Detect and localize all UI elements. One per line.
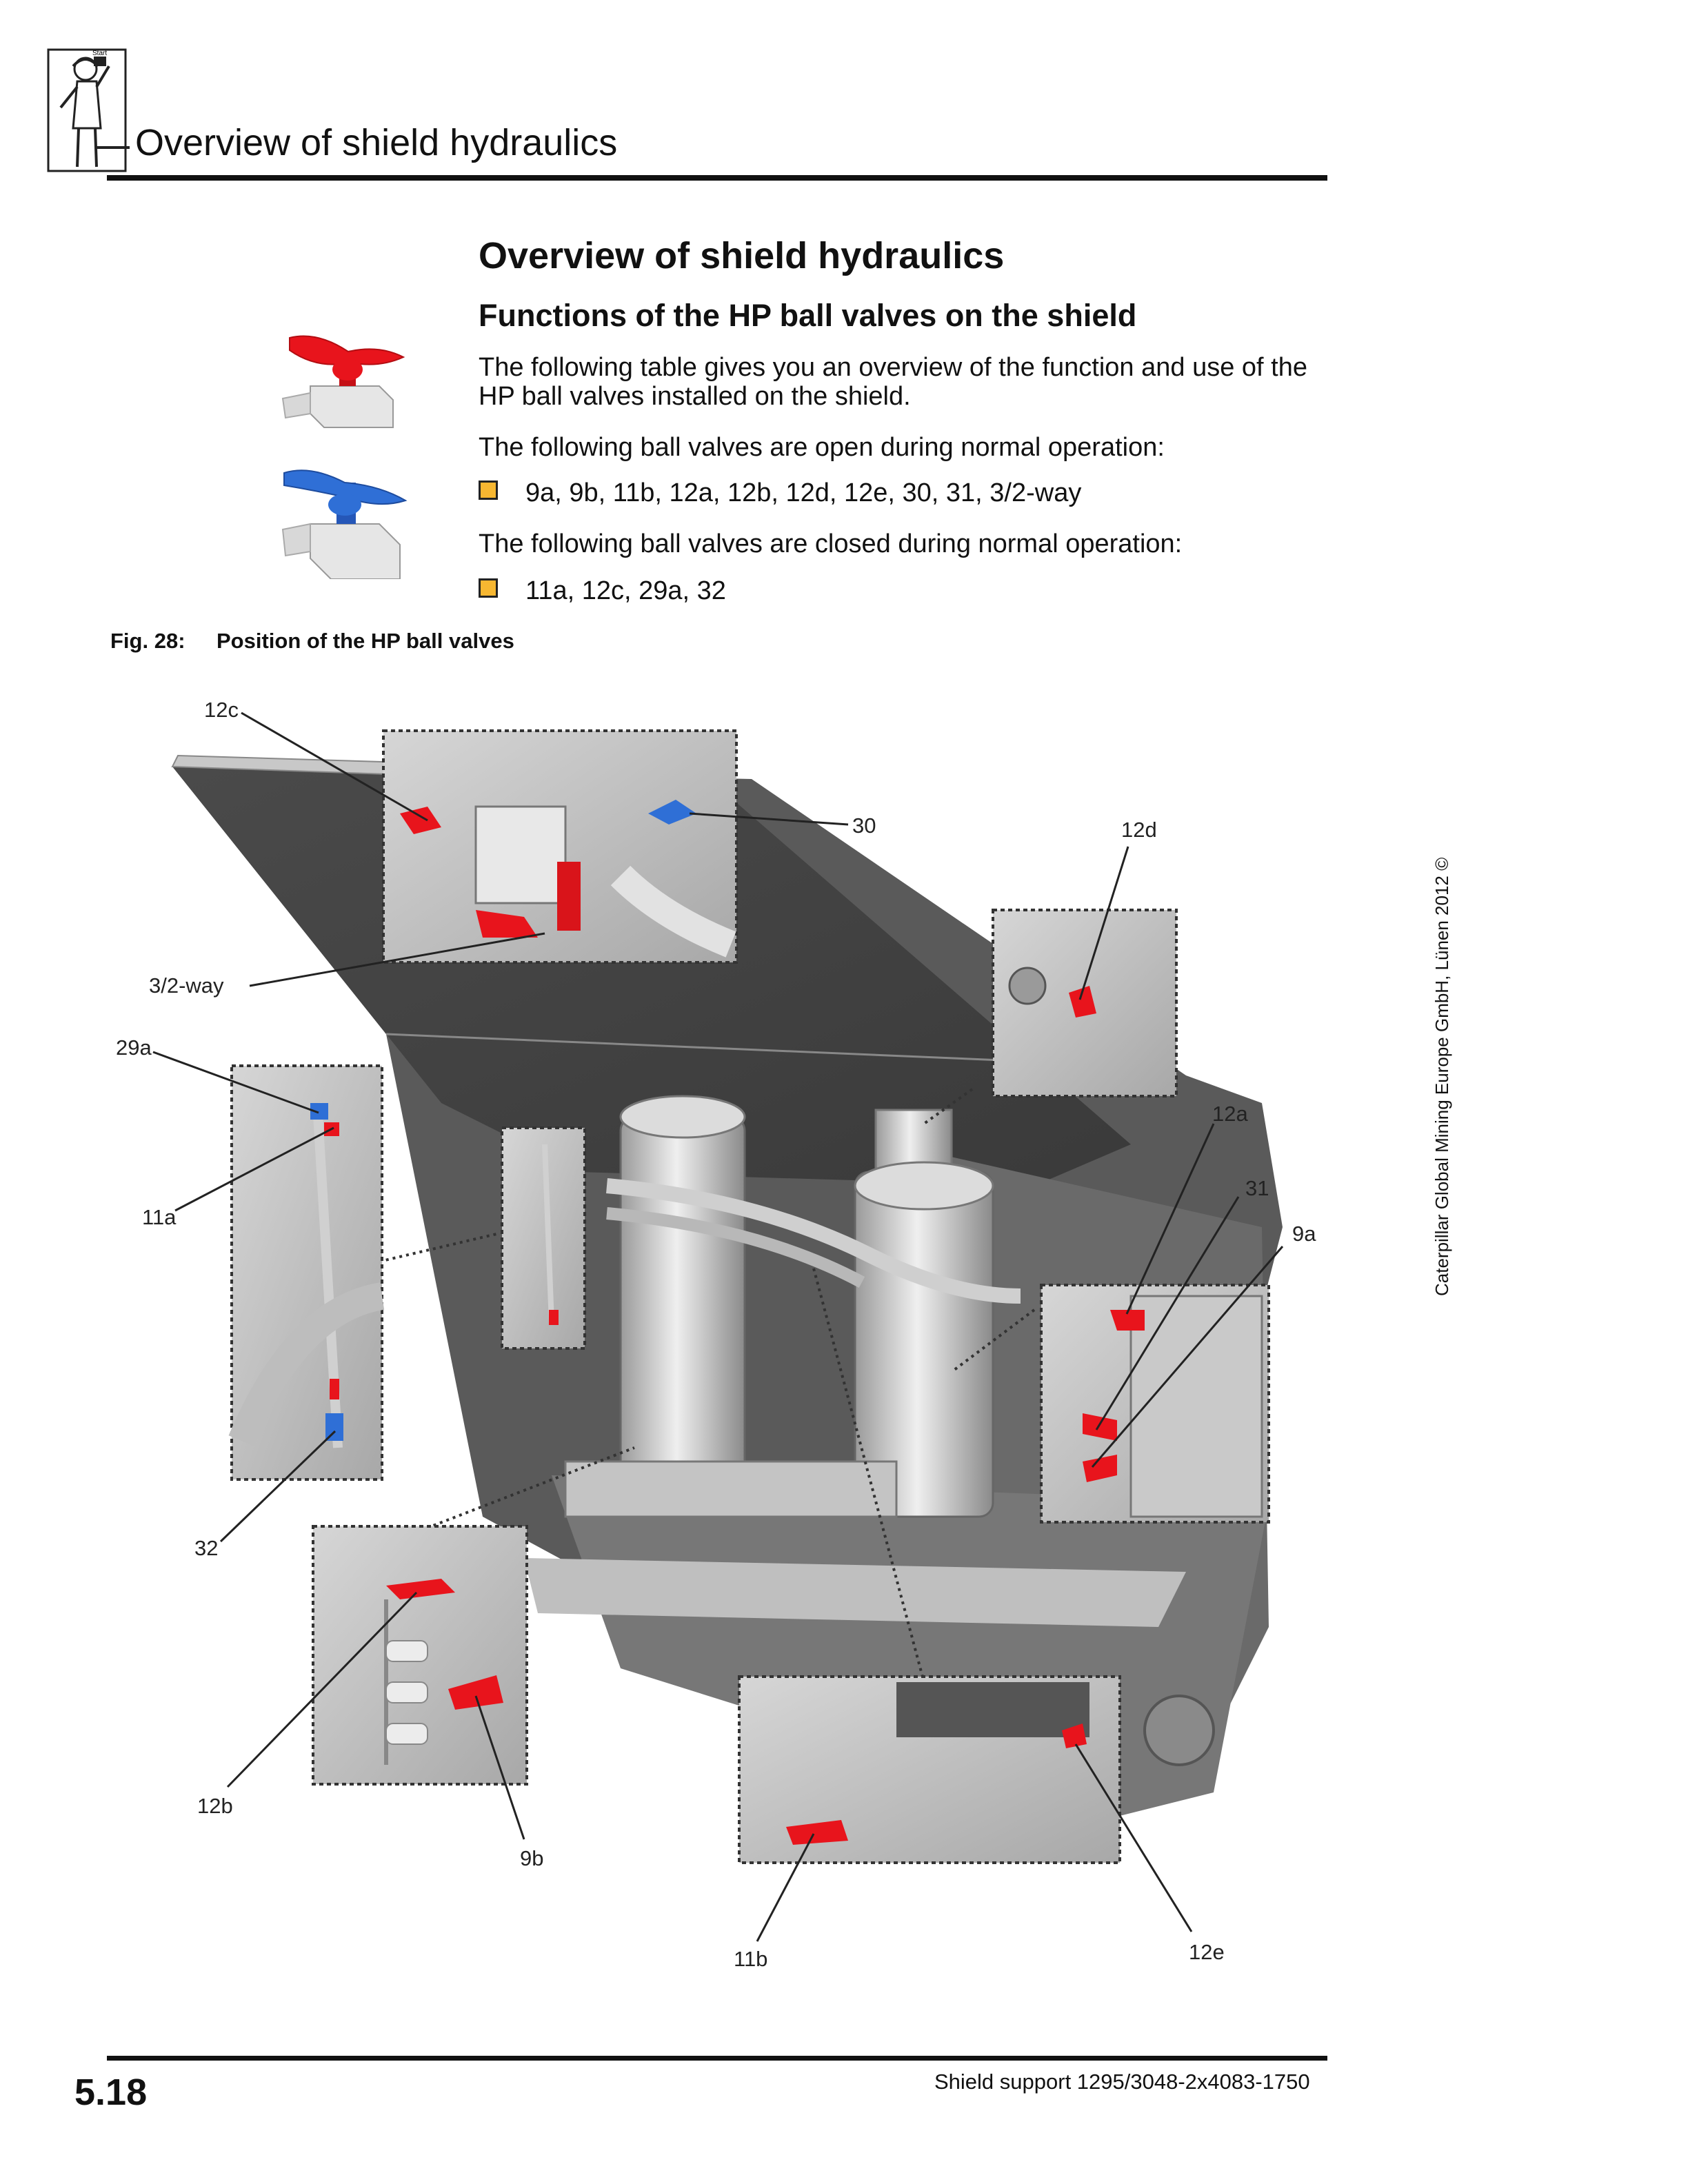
open-valves-values: 9a, 9b, 11b, 12a, 12b, 12d, 12e, 30, 31,… (525, 478, 1082, 507)
ball-valve-icons (281, 335, 408, 579)
bullet-square-icon (479, 578, 498, 598)
callout-leaders (152, 711, 1284, 1942)
figure-caption-text: Position of the HP ball valves (217, 629, 514, 653)
closed-valves-values: 11a, 12c, 29a, 32 (525, 576, 726, 605)
shield-hydraulics-figure: 12c 30 12d 3/2-way 29a 11a 12a 31 9a 32 … (116, 698, 1316, 1971)
callout-12b: 12b (197, 1794, 233, 1818)
inset-right-top (992, 909, 1178, 1098)
inset-mid-left (501, 1126, 586, 1350)
footer-rule (107, 2056, 1327, 2061)
open-valves-label: The following ball valves are open durin… (479, 433, 1165, 462)
callout-9a: 9a (1292, 1222, 1316, 1246)
callout-31: 31 (1245, 1176, 1269, 1200)
copyright-text: Caterpillar Global Mining Europe GmbH, L… (1431, 876, 1452, 1296)
closed-valve-icon (281, 469, 408, 579)
copyright-notice: Caterpillar Global Mining Europe GmbH, L… (1431, 858, 1453, 1296)
intro-paragraph: The following table gives you an overvie… (479, 353, 1307, 411)
closed-valves-list-item: 11a, 12c, 29a, 32 (479, 576, 726, 606)
figure-caption: Fig. 28: Position of the HP ball valves (110, 629, 514, 654)
callout-12a: 12a (1212, 1102, 1248, 1126)
bullet-square-icon (479, 481, 498, 500)
callout-12e: 12e (1189, 1940, 1225, 1964)
callout-12c: 12c (204, 698, 239, 722)
callout-30: 30 (852, 813, 876, 838)
inset-top (382, 729, 738, 964)
section-title: Overview of shield hydraulics (479, 235, 1005, 276)
callout-29a: 29a (116, 1035, 152, 1060)
leg-cylinders (564, 1095, 1021, 1518)
copyright-symbol-icon: © (1431, 857, 1452, 871)
callout-12d: 12d (1121, 818, 1157, 842)
svg-text:Start: Start (92, 50, 107, 57)
inset-right (1040, 1284, 1270, 1524)
callout-11b: 11b (734, 1947, 767, 1971)
open-valves-list-item: 9a, 9b, 11b, 12a, 12b, 12d, 12e, 30, 31,… (479, 478, 1081, 508)
open-valve-icon (281, 335, 405, 428)
callout-9b: 9b (520, 1846, 543, 1870)
header-tick (95, 146, 130, 149)
start-person-icon: Start (47, 48, 127, 172)
document-reference: Shield support 1295/3048-2x4083-1750 (934, 2070, 1310, 2094)
closed-valves-label: The following ball valves are closed dur… (479, 529, 1183, 558)
header-title: Overview of shield hydraulics (135, 122, 618, 163)
inset-bottom (738, 1675, 1121, 1864)
inset-connectors (379, 1088, 1036, 1683)
inset-bottom-left (312, 1525, 528, 1786)
callout-32: 32 (194, 1536, 218, 1560)
callout-3-2-way: 3/2-way (149, 973, 224, 998)
callout-11a: 11a (142, 1205, 177, 1229)
page-number: 5.18 (74, 2072, 148, 2113)
header-rule (107, 175, 1327, 181)
inset-left (228, 1064, 385, 1481)
figure-number: Fig. 28: (110, 629, 185, 653)
section-subtitle: Functions of the HP ball valves on the s… (479, 298, 1137, 333)
